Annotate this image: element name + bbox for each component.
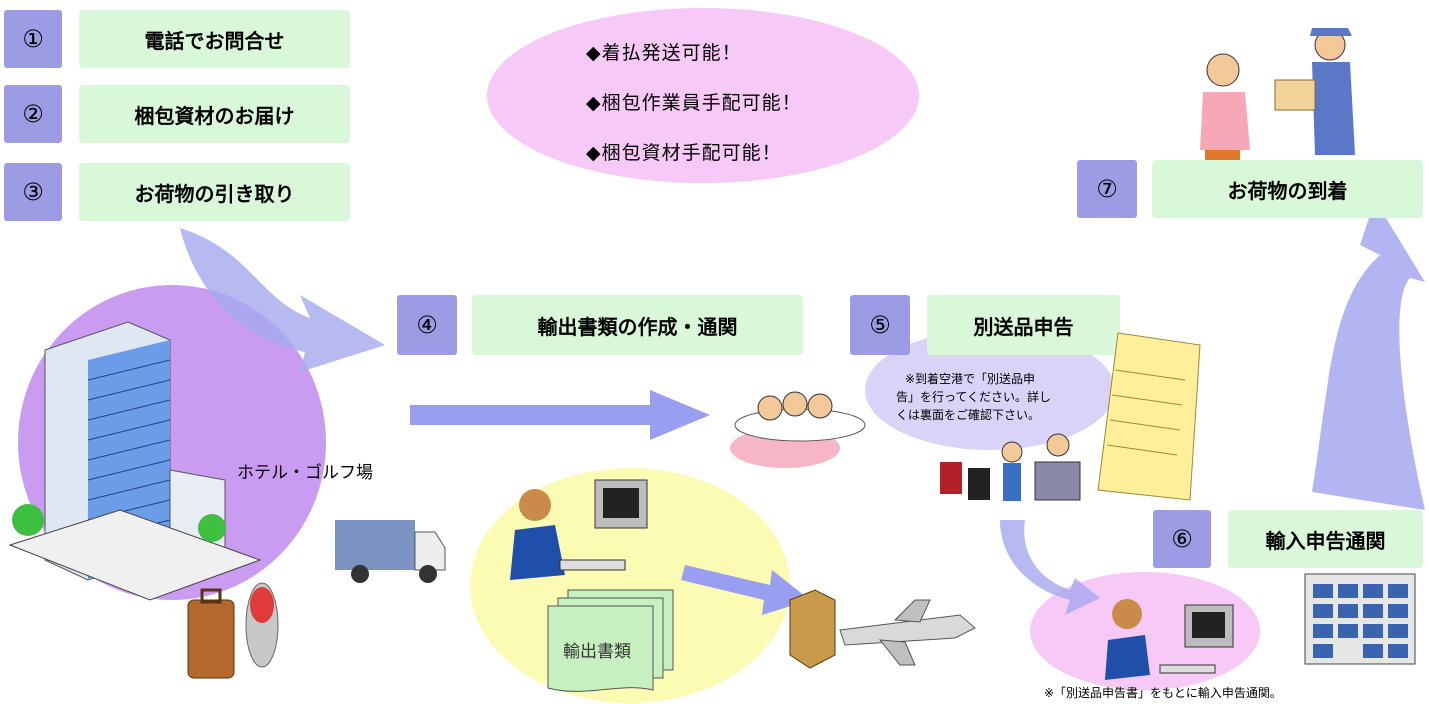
declaration-note-line-3: くは裏面をご確認下さい。 bbox=[896, 408, 1041, 422]
step-1-label: 電話でお問合せ bbox=[79, 10, 350, 68]
arrow-to-cargo bbox=[681, 565, 810, 615]
step-5-number: ⑤ bbox=[850, 295, 910, 355]
step-7-number: ⑦ bbox=[1077, 160, 1137, 218]
step-5-label: 別送品申告 bbox=[927, 295, 1120, 355]
step-7-label: お荷物の到着 bbox=[1152, 160, 1423, 218]
declaration-note-line-1: ※到着空港で「別送品申 bbox=[905, 372, 1036, 386]
step-2-label: 梱包資材のお届け bbox=[79, 85, 350, 143]
arrow-to-airplane bbox=[410, 390, 710, 440]
step-2-number: ② bbox=[4, 85, 62, 143]
features-oval bbox=[487, 8, 919, 183]
declaration-note-line-2: 告」を行ってください。詳し bbox=[896, 390, 1052, 404]
curve-arrow-step6-to-7 bbox=[1312, 200, 1425, 510]
feature-2: ◆梱包作業員手配可能！ bbox=[586, 92, 802, 114]
step-6-label: 輸入申告通関 bbox=[1228, 510, 1423, 568]
import-note: ※「別送品申告書」をもとに輸入申告通関。 bbox=[1044, 686, 1282, 700]
step-4-label: 輸出書類の作成・通関 bbox=[472, 295, 803, 355]
hotel-label: ホテル・ゴルフ場 bbox=[237, 463, 373, 483]
step-4-number: ④ bbox=[397, 295, 457, 355]
step-3-label: お荷物の引き取り bbox=[79, 163, 350, 221]
step-3-number: ③ bbox=[4, 163, 62, 221]
curve-arrow-step5-to-import bbox=[1000, 520, 1100, 615]
curve-arrow-step3-to-4 bbox=[180, 228, 385, 372]
feature-1: ◆着払発送可能！ bbox=[586, 42, 742, 64]
feature-3: ◆梱包資材手配可能！ bbox=[586, 142, 782, 164]
step-6-number: ⑥ bbox=[1153, 510, 1211, 568]
step-1-number: ① bbox=[4, 10, 62, 68]
export-documents-label: 輸出書類 bbox=[563, 642, 631, 662]
